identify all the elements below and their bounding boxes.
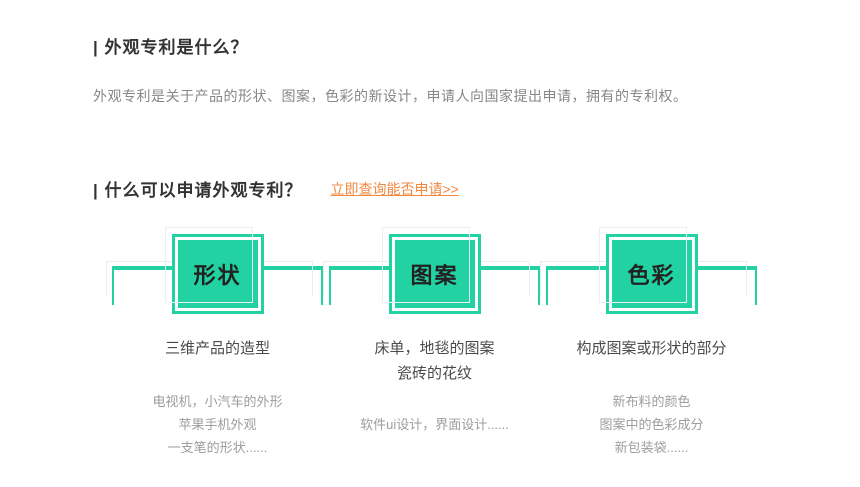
pattern-box: 图案 — [381, 227, 481, 314]
caption-color-title: 构成图案或形状的部分 — [546, 336, 757, 386]
shape-box-label: 形状 — [193, 263, 242, 288]
text-line: 软件ui设计，界面设计...... — [360, 417, 509, 432]
check-eligibility-link[interactable]: 立即查询能否申请>> — [330, 180, 459, 197]
shape-box: 形状 — [164, 227, 264, 314]
text-line: 新包装袋...... — [614, 440, 689, 455]
diagram-section-pattern: 图案 — [323, 227, 540, 314]
diagram-section-color: 色彩 — [540, 227, 757, 314]
patent-types-diagram: 形状 图案 色彩 — [106, 227, 757, 314]
caption-pattern: 床单，地毯的图案瓷砖的花纹 软件ui设计，界面设计...... — [329, 336, 540, 459]
apply-heading-row: | 什么可以申请外观专利？ 立即查询能否申请>> — [93, 176, 459, 201]
text-line: 一支笔的形状...... — [167, 440, 268, 455]
text-line: 瓷砖的花纹 — [396, 365, 472, 382]
diagram-section-shape: 形状 — [106, 227, 323, 314]
caption-shape-title: 三维产品的造型 — [112, 336, 323, 386]
text-line: 构成图案或形状的部分 — [576, 340, 727, 357]
text-line: 苹果手机外观 — [178, 417, 257, 432]
text-line: 新布料的颜色 — [612, 394, 691, 409]
pattern-box-label: 图案 — [410, 263, 459, 288]
color-box-label: 色彩 — [627, 263, 676, 288]
caption-color: 构成图案或形状的部分 新布料的颜色图案中的色彩成分新包装袋...... — [546, 336, 757, 459]
text-line: 图案中的色彩成分 — [599, 417, 704, 432]
text-line: 三维产品的造型 — [164, 340, 270, 357]
diagram-captions: 三维产品的造型 电视机，小汽车的外形苹果手机外观一支笔的形状...... 床单，… — [112, 336, 757, 459]
section-title-what-is: | 外观专利是什么？ — [93, 38, 249, 57]
text-line: 电视机，小汽车的外形 — [152, 394, 283, 409]
caption-shape: 三维产品的造型 电视机，小汽车的外形苹果手机外观一支笔的形状...... — [112, 336, 323, 459]
caption-pattern-details: 软件ui设计，界面设计...... — [329, 390, 540, 459]
caption-color-details: 新布料的颜色图案中的色彩成分新包装袋...... — [546, 390, 757, 459]
section-title-apply: | 什么可以申请外观专利？ — [93, 181, 303, 200]
what-is-description: 外观专利是关于产品的形状、图案，色彩的新设计，申请人向国家提出申请，拥有的专利权… — [93, 88, 688, 104]
text-line: 床单，地毯的图案 — [374, 340, 495, 357]
color-box: 色彩 — [598, 227, 698, 314]
caption-pattern-title: 床单，地毯的图案瓷砖的花纹 — [329, 336, 540, 386]
caption-shape-details: 电视机，小汽车的外形苹果手机外观一支笔的形状...... — [112, 390, 323, 459]
